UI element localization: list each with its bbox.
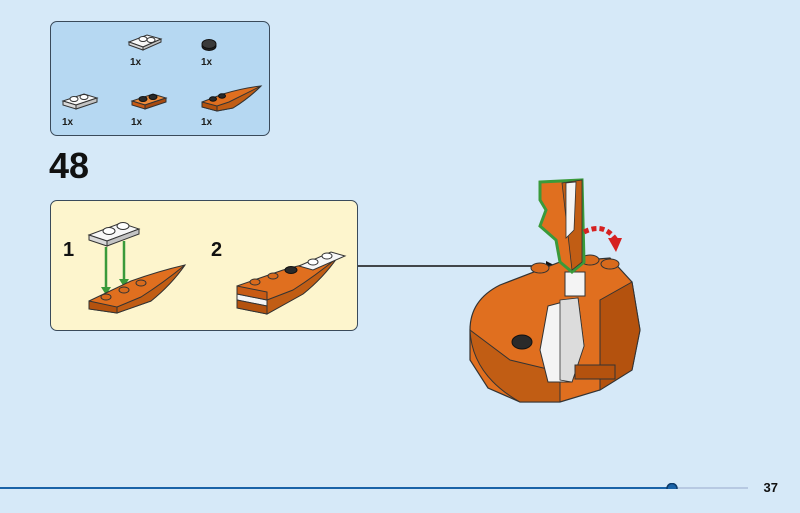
parts-list-callout: 1x 1x 1x 1x (50, 21, 270, 136)
orange-curved-wedge-icon (199, 84, 264, 129)
page-number: 37 (763, 480, 778, 495)
white-jumper-plate-icon (125, 30, 175, 75)
substep-number: 1 (63, 239, 75, 261)
page-progress-bar (0, 483, 748, 489)
white-plate-icon (60, 90, 110, 135)
quantity-label: 1x (201, 57, 213, 68)
substep-number: 2 (211, 239, 223, 261)
substep-2-illustration (236, 251, 347, 315)
substep-1-illustration (87, 222, 187, 314)
quantity-label: 1x (131, 117, 143, 128)
quantity-label: 1x (130, 57, 142, 68)
quantity-label: 1x (62, 117, 74, 128)
step-number: 48 (49, 145, 90, 186)
quantity-label: 1x (201, 117, 213, 128)
subassembly-callout: 1 2 (50, 200, 358, 331)
black-round-tile-icon (199, 37, 249, 82)
orange-plate-icon (129, 90, 179, 135)
